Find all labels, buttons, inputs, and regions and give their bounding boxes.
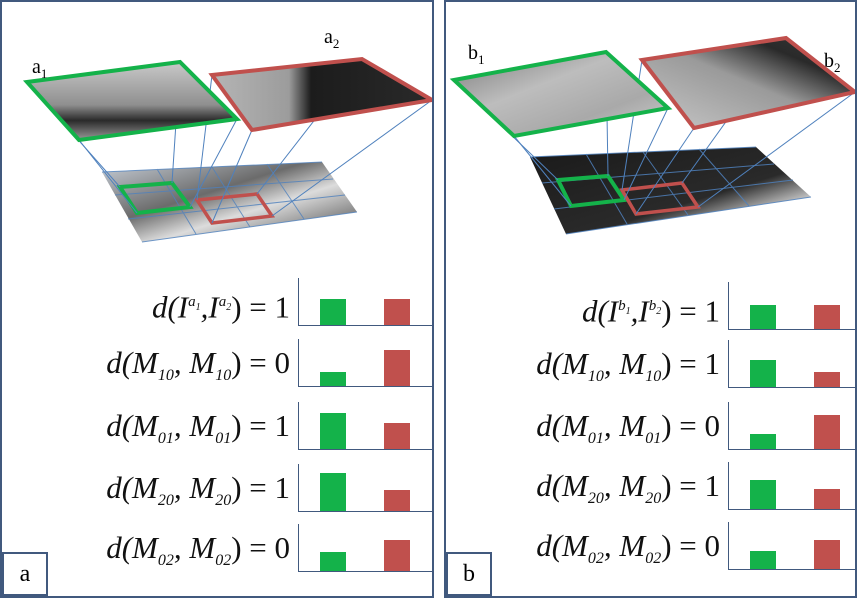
bar-green-a-1 (320, 372, 346, 386)
bars-a-4 (298, 524, 434, 574)
patch-b2 (638, 35, 855, 131)
bar-green-b-4 (750, 551, 776, 569)
bar-red-b-2 (814, 415, 840, 449)
panel-a-diagram (22, 56, 432, 243)
bars-a-2 (298, 402, 434, 452)
row-b-0: d(Ib1,Ib2) = 1 (446, 278, 857, 334)
bar-red-a-3 (384, 490, 410, 511)
panel-a: a1 a2 d(Ia1,Ia2) = 1 d(M10, M10) = 0 d(M… (0, 0, 434, 598)
formula-b-0: d(Ib1,Ib2) = 1 (581, 293, 720, 329)
bars-b-4 (728, 522, 857, 572)
bars-b-2 (728, 402, 857, 452)
formula-a-4: d(M02, M02) = 0 (106, 530, 290, 570)
bar-red-b-4 (814, 540, 840, 569)
bar-green-a-0 (320, 299, 346, 325)
bar-red-a-1 (384, 350, 410, 386)
row-b-4: d(M02, M02) = 0 (446, 518, 857, 574)
bar-green-a-2 (320, 413, 346, 449)
label-b2: b2 (824, 50, 841, 75)
formula-a-1: d(M10, M10) = 0 (106, 345, 290, 385)
bars-a-1 (298, 339, 434, 389)
row-a-3: d(M20, M20) = 1 (2, 460, 434, 516)
bar-green-a-3 (320, 473, 346, 511)
formula-a-0: d(Ia1,Ia2) = 1 (151, 289, 290, 325)
bars-a-3 (298, 464, 434, 514)
bars-b-0 (728, 282, 857, 332)
bar-green-b-3 (750, 480, 776, 509)
patch-a2 (208, 56, 432, 133)
bar-green-b-0 (750, 305, 776, 329)
patch-a1 (22, 59, 242, 143)
row-a-1: d(M10, M10) = 0 (2, 335, 434, 391)
bars-b-3 (728, 462, 857, 512)
bar-red-b-3 (814, 489, 840, 509)
label-b1: b1 (468, 42, 485, 67)
panel-a-tag: a (2, 552, 48, 596)
label-a1: a1 (32, 56, 48, 81)
label-a2: a2 (324, 26, 340, 51)
panel-b-tag: b (446, 552, 492, 596)
formula-b-2: d(M01, M01) = 0 (536, 408, 720, 448)
bar-red-a-4 (384, 540, 410, 571)
formula-b-3: d(M20, M20) = 1 (536, 468, 720, 508)
panel-b-diagram (449, 35, 855, 235)
formula-a-3: d(M20, M20) = 1 (106, 470, 290, 510)
bars-a-0 (298, 278, 434, 328)
row-b-2: d(M01, M01) = 0 (446, 398, 857, 454)
row-b-3: d(M20, M20) = 1 (446, 458, 857, 514)
row-a-0: d(Ia1,Ia2) = 1 (2, 274, 434, 330)
panel-b: b1 b2 d(Ib1,Ib2) = 1 d(M10, M10) = 1 d(M… (444, 0, 857, 598)
row-a-4: d(M02, M02) = 0 (2, 520, 434, 576)
bar-red-b-0 (814, 305, 840, 329)
formula-b-4: d(M02, M02) = 0 (536, 528, 720, 568)
bar-red-a-2 (384, 423, 410, 449)
bar-green-a-4 (320, 552, 346, 571)
bar-green-b-2 (750, 434, 776, 449)
patch-b1 (449, 49, 673, 139)
row-a-2: d(M01, M01) = 1 (2, 398, 434, 454)
bar-red-b-1 (814, 372, 840, 387)
bars-b-1 (728, 340, 857, 390)
bar-red-a-0 (384, 299, 410, 325)
row-b-1: d(M10, M10) = 1 (446, 336, 857, 392)
formula-b-1: d(M10, M10) = 1 (536, 346, 720, 386)
bar-green-b-1 (750, 360, 776, 387)
formula-a-2: d(M01, M01) = 1 (106, 408, 290, 448)
